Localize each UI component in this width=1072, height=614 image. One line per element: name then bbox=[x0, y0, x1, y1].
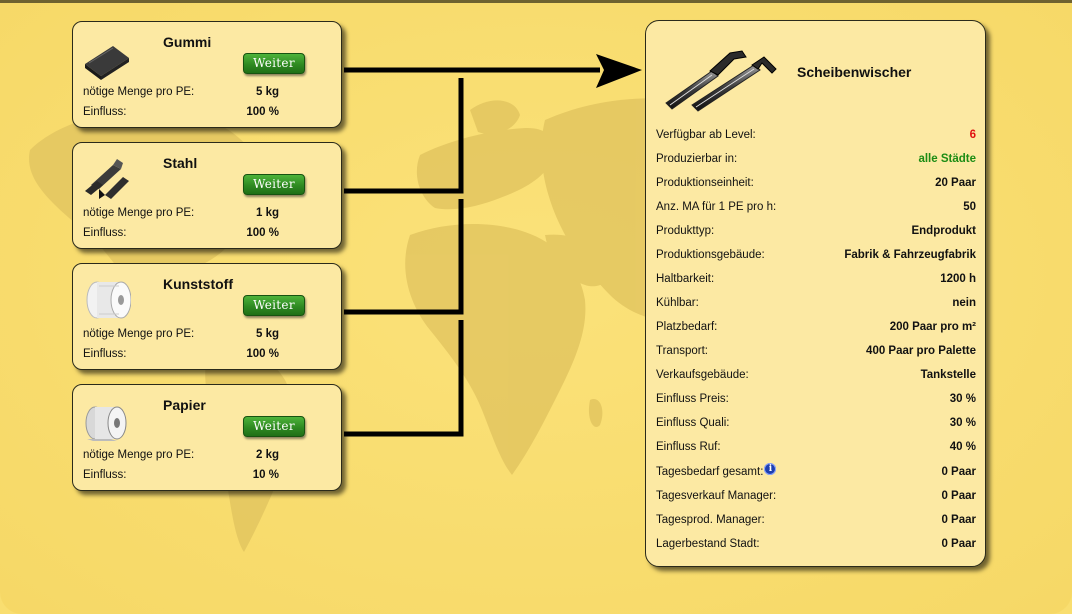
material-name: Papier bbox=[163, 397, 206, 413]
product-row-label: Produzierbar in: bbox=[656, 153, 738, 165]
product-row-label: Verfügbar ab Level: bbox=[656, 129, 756, 141]
product-row-value: nein bbox=[952, 297, 976, 309]
product-row: Verfügbar ab Level: 6 bbox=[656, 129, 976, 145]
influence-value: 100 % bbox=[246, 106, 279, 118]
product-row-value: 20 Paar bbox=[935, 177, 976, 189]
influence-value: 10 % bbox=[252, 469, 279, 481]
influence-label: Einfluss: bbox=[83, 348, 127, 360]
product-row-label: Transport: bbox=[656, 345, 708, 357]
product-row-value: 0 Paar bbox=[941, 538, 976, 550]
product-row-label: Kühlbar: bbox=[656, 297, 699, 309]
product-row-value: 50 bbox=[963, 201, 976, 213]
steel-beam-icon bbox=[83, 155, 131, 201]
product-row-value: 400 Paar pro Palette bbox=[866, 345, 976, 357]
info-icon[interactable]: i bbox=[764, 463, 777, 475]
connector-papier bbox=[344, 320, 464, 437]
product-title: Scheibenwischer bbox=[797, 64, 912, 80]
amount-label: nötige Menge pro PE: bbox=[83, 328, 195, 340]
product-row-label: Lagerbestand Stadt: bbox=[656, 538, 760, 550]
product-row: Kühlbar: nein bbox=[656, 297, 976, 313]
product-row-label: Einfluss Preis: bbox=[656, 393, 729, 405]
product-row: Einfluss Ruf: 40 % bbox=[656, 441, 976, 457]
product-row-value: 0 Paar bbox=[941, 514, 976, 526]
product-row: Tagesverkauf Manager: 0 Paar bbox=[656, 490, 976, 506]
material-name: Gummi bbox=[163, 34, 212, 50]
influence-label: Einfluss: bbox=[83, 469, 127, 481]
product-row-label: Einfluss Quali: bbox=[656, 417, 730, 429]
product-row: Produktionsgebäude: Fabrik & Fahrzeugfabr… bbox=[656, 249, 976, 265]
product-row: Transport: 400 Paar pro Palette bbox=[656, 345, 976, 361]
influence-value: 100 % bbox=[246, 348, 279, 360]
product-row: Platzbedarf: 200 Paar pro m² bbox=[656, 321, 976, 337]
product-row: Tagesbedarf gesamt:i 0 Paar bbox=[656, 463, 976, 482]
product-row-value: Tankstelle bbox=[920, 369, 976, 381]
product-row-label: Platzbedarf: bbox=[656, 321, 718, 333]
product-row-value: Fabrik & Fahrzeugfabrik bbox=[844, 249, 976, 261]
product-row-value: Endprodukt bbox=[911, 225, 976, 237]
plastic-roll-icon bbox=[83, 276, 132, 322]
influence-label: Einfluss: bbox=[83, 106, 127, 118]
product-row: Haltbarkeit: 1200 h bbox=[656, 273, 976, 289]
product-row-value: 30 % bbox=[949, 393, 976, 405]
product-row-value: 200 Paar pro m² bbox=[889, 321, 976, 333]
product-row-label: Tagesprod. Manager: bbox=[656, 514, 765, 526]
product-row-value: alle Städte bbox=[918, 153, 976, 165]
amount-value: 5 kg bbox=[255, 328, 279, 340]
amount-value: 1 kg bbox=[255, 207, 279, 219]
product-row: Lagerbestand Stadt: 0 Paar bbox=[656, 538, 976, 554]
rubber-sheet-icon bbox=[83, 34, 131, 80]
amount-label: nötige Menge pro PE: bbox=[83, 207, 195, 219]
product-row-label: Produktionsgebäude: bbox=[656, 249, 765, 261]
product-row-value: 1200 h bbox=[940, 273, 976, 285]
flow-arrow-icon bbox=[596, 54, 642, 88]
product-row: Einfluss Preis: 30 % bbox=[656, 393, 976, 409]
weiter-button[interactable]: Weiter bbox=[243, 295, 305, 316]
influence-label: Einfluss: bbox=[83, 227, 127, 239]
weiter-button[interactable]: Weiter bbox=[243, 53, 305, 74]
product-row-value: 30 % bbox=[949, 417, 976, 429]
product-row: Produktionseinheit: 20 Paar bbox=[656, 177, 976, 193]
product-row-label: Produktionseinheit: bbox=[656, 177, 754, 189]
product-row-value: 40 % bbox=[949, 441, 976, 453]
material-name: Kunststoff bbox=[163, 276, 233, 292]
product-row: Produkttyp: Endprodukt bbox=[656, 225, 976, 241]
product-row: Tagesprod. Manager: 0 Paar bbox=[656, 514, 976, 530]
weiter-button[interactable]: Weiter bbox=[243, 174, 305, 195]
product-row-label: Produkttyp: bbox=[656, 225, 715, 237]
product-row: Verkaufsgebäude: Tankstelle bbox=[656, 369, 976, 385]
product-row-value: 6 bbox=[969, 129, 976, 141]
product-row-label: Tagesbedarf gesamt:i bbox=[656, 463, 777, 478]
wiper-blade-icon bbox=[665, 50, 777, 112]
weiter-button[interactable]: Weiter bbox=[243, 416, 305, 437]
influence-value: 100 % bbox=[246, 227, 279, 239]
product-row-label: Anz. MA für 1 PE pro h: bbox=[656, 201, 777, 213]
material-name: Stahl bbox=[163, 155, 198, 171]
product-row-value: 0 Paar bbox=[941, 466, 976, 478]
product-row: Einfluss Quali: 30 % bbox=[656, 417, 976, 433]
product-row-value: 0 Paar bbox=[941, 490, 976, 502]
product-row-label: Tagesverkauf Manager: bbox=[656, 490, 777, 502]
product-row-label: Haltbarkeit: bbox=[656, 273, 715, 285]
product-row: Anz. MA für 1 PE pro h: 50 bbox=[656, 201, 976, 217]
amount-value: 2 kg bbox=[255, 449, 279, 461]
product-row: Produzierbar in: alle Städte bbox=[656, 153, 976, 169]
paper-roll-icon bbox=[83, 397, 131, 443]
amount-value: 5 kg bbox=[255, 86, 279, 98]
amount-label: nötige Menge pro PE: bbox=[83, 449, 195, 461]
connector-stahl bbox=[344, 78, 464, 194]
product-row-label: Verkaufsgebäude: bbox=[656, 369, 749, 381]
amount-label: nötige Menge pro PE: bbox=[83, 86, 195, 98]
connector-kunststoff bbox=[344, 199, 464, 315]
product-row-label: Einfluss Ruf: bbox=[656, 441, 721, 453]
